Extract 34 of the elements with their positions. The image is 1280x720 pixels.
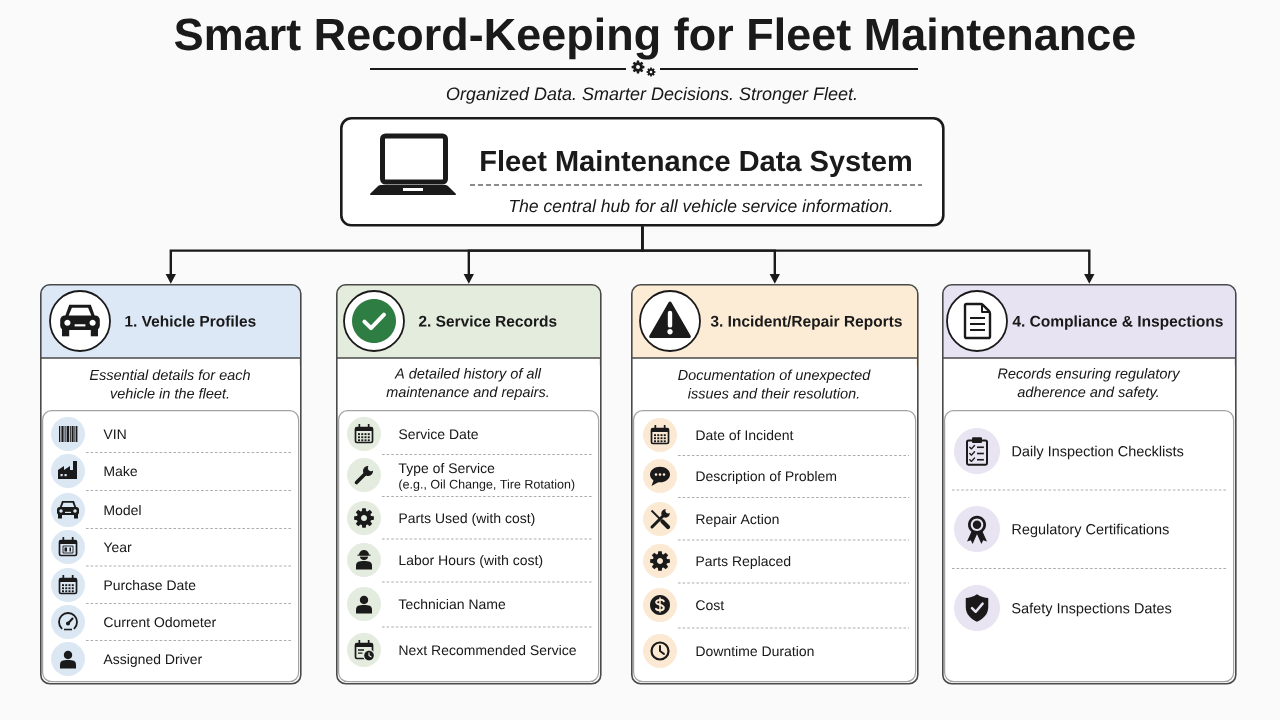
card-description: Documentation of unexpected issues and their resolution. (678, 369, 871, 399)
card-heading: 2. Service Records (418, 315, 557, 327)
list-item: Safety Inspections Dates (1012, 602, 1172, 617)
list-item: Make (104, 465, 137, 477)
list-item: Repair Action (696, 513, 779, 527)
card-heading: 4. Compliance & Inspections (1012, 315, 1223, 330)
list-item: Technician Name (398, 598, 506, 610)
list-item: Downtime Duration (696, 645, 814, 657)
list-item: VIN (103, 429, 126, 440)
list-item: Service Date (399, 428, 478, 440)
list-item: Description of Problem (696, 470, 837, 484)
card-description: A detailed history of all maintenance and repairs. (386, 368, 548, 400)
hub-description: The central hub for all vehicle service information. (510, 199, 892, 213)
card-heading: 1. Vehicle Profiles (125, 315, 256, 327)
list-item: Type of Service (398, 462, 495, 476)
list-item: Parts Replaced (696, 555, 791, 569)
list-item: Regulatory Certifications (1012, 523, 1169, 538)
list-item: Date of Incident (696, 429, 794, 441)
list-item: Cost (696, 600, 725, 611)
list-item: Year (103, 542, 132, 553)
card-description: Essential details for each vehicle in the fleet. (89, 369, 250, 399)
list-item: Assigned Driver (103, 653, 202, 667)
title: Smart Record-Keeping for Fleet Maintenance (174, 17, 1135, 60)
item-note: (e.g., Oil Change, Tire Rotation) (399, 479, 575, 492)
list-item: Labor Hours (with cost) (399, 554, 543, 568)
card-heading: 3. Incident/Repair Reports (710, 315, 902, 330)
list-item: Next Recommended Service (399, 644, 576, 656)
list-item: Parts Used (with cost) (399, 512, 535, 526)
list-item: Purchase Date (104, 579, 196, 591)
hub-heading: Fleet Maintenance Data System (481, 150, 911, 178)
list-item: Current Odometer (104, 616, 216, 628)
list-item: Model (104, 504, 141, 516)
list-item: Daily Inspection Checklists (1012, 445, 1184, 460)
card-description: Records ensuring regulatory adherence and safety. (997, 368, 1181, 400)
